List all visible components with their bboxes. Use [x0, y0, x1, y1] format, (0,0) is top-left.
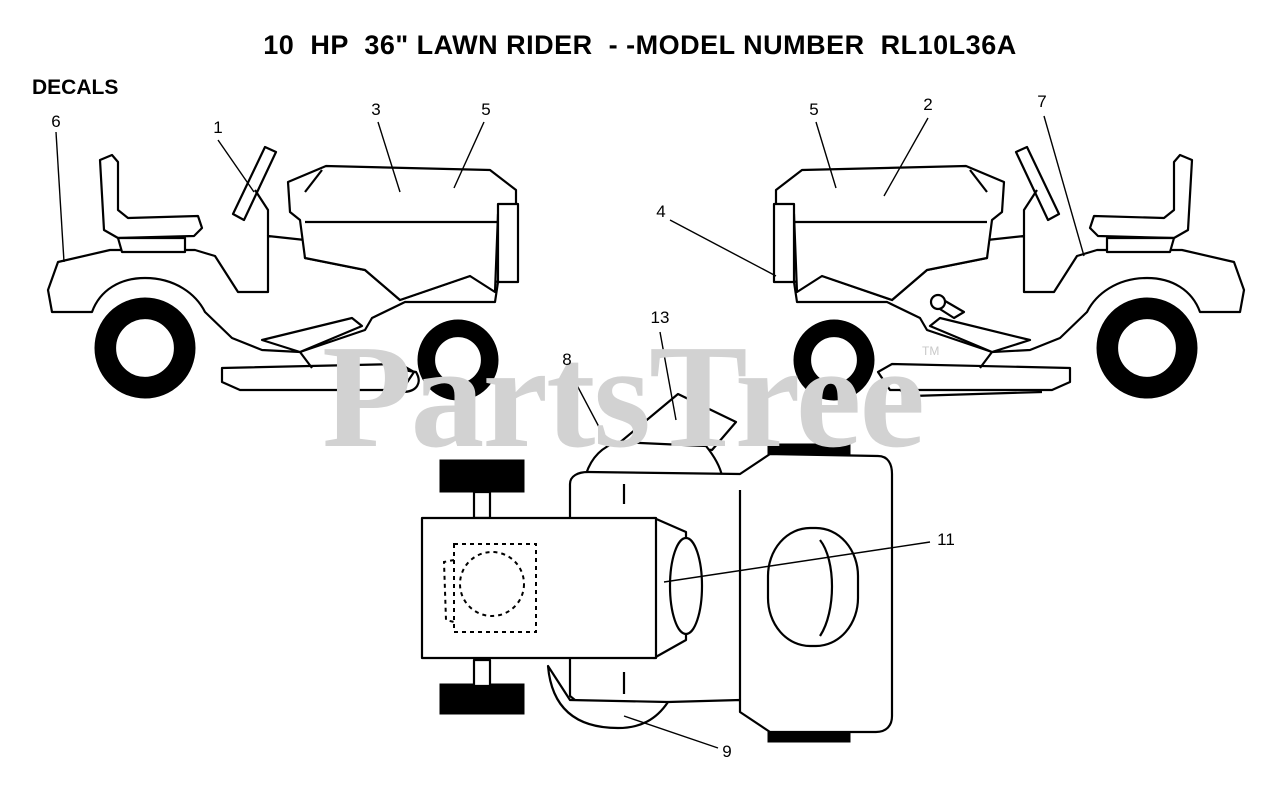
callout-7: 7	[1037, 92, 1047, 111]
callout-3: 3	[371, 100, 381, 119]
right-side-view	[772, 145, 1246, 401]
callout-4: 4	[656, 202, 666, 221]
callout-9: 9	[722, 742, 732, 761]
callout-13: 13	[650, 308, 670, 327]
top-hood	[420, 516, 658, 660]
top-front-wheel-upper	[439, 459, 525, 493]
left-seat-base	[116, 236, 187, 254]
left-seat	[98, 153, 204, 240]
callout-5-left: 5	[481, 100, 491, 119]
top-front-wheel-lower	[439, 683, 525, 715]
left-grille	[496, 202, 520, 284]
trademark-mark: TM	[922, 344, 940, 358]
top-steering-column	[668, 536, 704, 636]
callout-8: 8	[562, 350, 572, 369]
top-fender-arch	[584, 440, 724, 478]
leader-lines	[55, 115, 1085, 749]
callout-2: 2	[923, 95, 933, 114]
callout-6: 6	[51, 112, 61, 131]
top-view	[420, 392, 894, 743]
top-seat	[766, 526, 860, 648]
left-hood	[286, 164, 518, 302]
diagram-title: 10 HP 36" LAWN RIDER - -MODEL NUMBER RL1…	[263, 30, 1017, 60]
left-side-view	[46, 145, 520, 401]
callout-1: 1	[213, 118, 223, 137]
left-steering-wheel	[231, 145, 278, 222]
top-seat-back	[616, 392, 738, 452]
left-mower-deck	[220, 362, 416, 392]
callout-5-right: 5	[809, 100, 819, 119]
callout-11: 11	[937, 530, 955, 549]
section-label: DECALS	[32, 76, 119, 99]
